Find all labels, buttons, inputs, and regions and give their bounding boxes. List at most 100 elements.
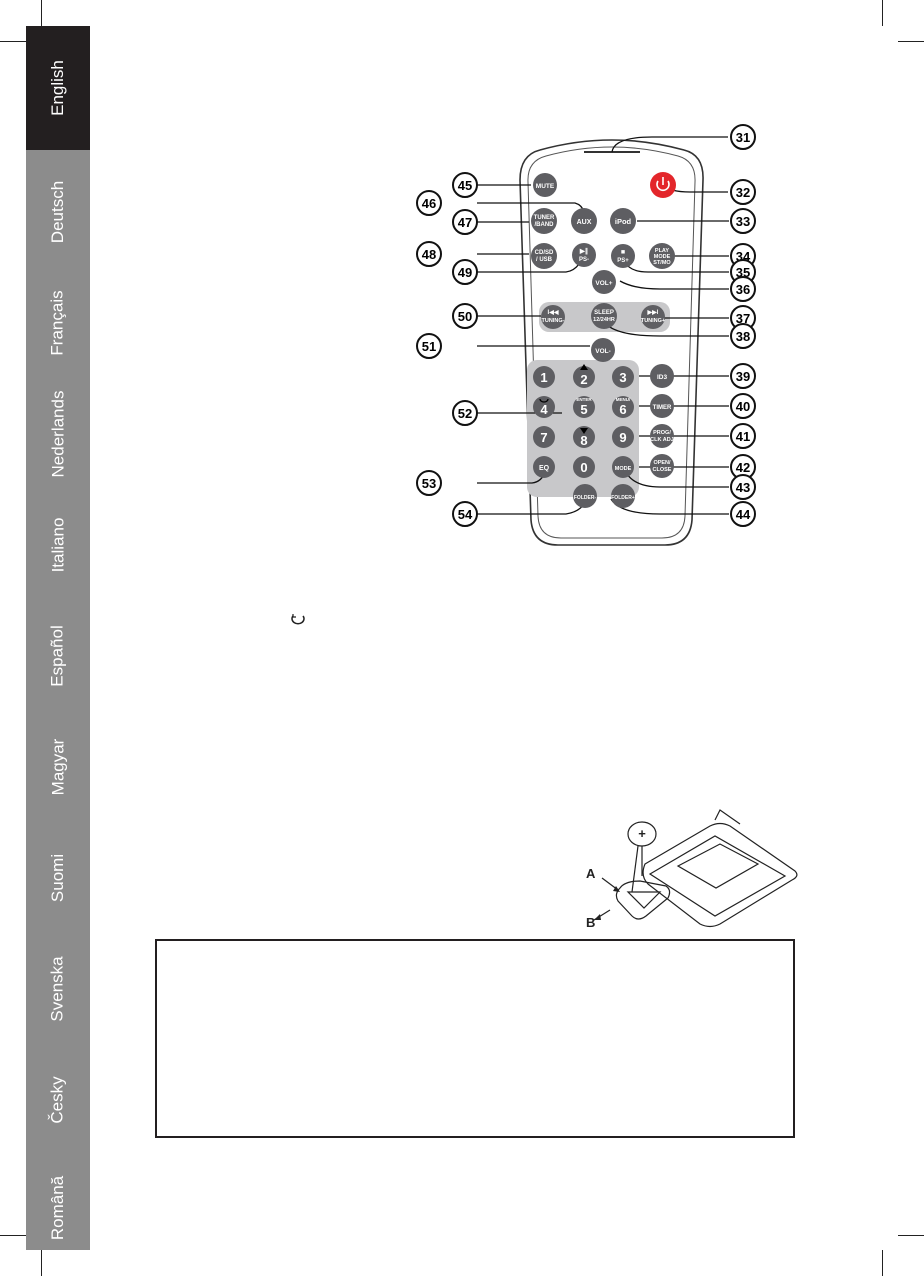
play-pause-button[interactable] (572, 243, 596, 267)
digit-0-button[interactable] (573, 456, 595, 478)
digit-7-label: 7 (540, 430, 547, 445)
digit-5-label: 5 (580, 402, 587, 417)
cd-sd-usb-button[interactable] (531, 243, 557, 269)
digit-4-button[interactable] (533, 396, 555, 418)
tuning-down-label: TUNING- (542, 318, 565, 324)
prog-label-line2: CLK ADJ (650, 437, 674, 443)
crop-mark (882, 0, 883, 26)
folder-down-label: FOLDER- (574, 495, 597, 501)
tab-romana[interactable]: Română (26, 1146, 90, 1270)
callout-number: 53 (422, 476, 436, 491)
tab-svenska[interactable]: Svenska (26, 927, 90, 1051)
callout-number: 42 (736, 460, 750, 475)
digit-1-button[interactable] (533, 366, 555, 388)
tab-english[interactable]: English (26, 26, 90, 150)
open-close-button[interactable] (650, 454, 674, 478)
battery-tray-slot (626, 891, 662, 909)
crop-mark (0, 41, 26, 42)
label-a: A (586, 866, 596, 881)
folder-up-label: FOLDER+ (611, 495, 635, 501)
digit-8-button[interactable] (573, 426, 595, 448)
digit-9-label: 9 (619, 430, 626, 445)
repeat-icon (291, 614, 305, 625)
timer-button[interactable] (650, 394, 674, 418)
digit-3-label: 3 (619, 370, 626, 385)
callout-number: 36 (736, 282, 750, 297)
battery-insert-line (631, 845, 639, 893)
callout-number: 44 (736, 507, 751, 522)
callout-number: 41 (736, 429, 750, 444)
prog-label-line1: PROG/ (653, 430, 671, 436)
play-pause-label: PS- (579, 257, 589, 263)
enter-5-button[interactable] (573, 396, 595, 418)
ipod-button[interactable] (610, 208, 636, 234)
callout-number: 39 (736, 369, 750, 384)
tab-espanol[interactable]: Español (26, 594, 90, 718)
prog-clk-adj-button[interactable] (650, 424, 674, 448)
stop-button[interactable] (611, 244, 635, 268)
remote-body-outline (519, 139, 704, 546)
vol-up-button[interactable] (592, 270, 616, 294)
coin-battery-marking: + (638, 826, 646, 841)
battery-cover-recess (676, 843, 760, 889)
callout-number: 49 (458, 265, 472, 280)
cdsd-label-line1: CD/SD (535, 250, 554, 256)
arrow-icon (594, 914, 601, 920)
play-pause-icon: ▶∥ (579, 247, 588, 255)
tuner-label-line1: TUNER (534, 215, 555, 221)
digit-4-label: 4 (540, 402, 548, 417)
folder-down-button[interactable] (573, 484, 597, 508)
tab-cesky[interactable]: Česky (26, 1038, 90, 1162)
tab-suomi[interactable]: Suomi (26, 816, 90, 940)
menu-6-button[interactable] (612, 396, 634, 418)
sleep-button[interactable] (591, 303, 617, 329)
mode-label: MODE (615, 466, 632, 472)
digit-1-label: 1 (540, 370, 547, 385)
next-tuning-up-button[interactable] (641, 305, 665, 329)
mode-button[interactable] (612, 456, 634, 478)
mute-label: MUTE (536, 183, 555, 190)
power-icon (656, 177, 670, 192)
down-arrow-icon (580, 428, 588, 434)
remote-back-bevel (648, 835, 787, 917)
digit-3-button[interactable] (612, 366, 634, 388)
callout-number: 46 (422, 196, 436, 211)
crop-mark (0, 1235, 26, 1236)
stop-label: PS+ (617, 258, 629, 264)
crop-mark (882, 1250, 883, 1276)
mute-button[interactable] (533, 173, 557, 197)
ipod-label: iPod (615, 217, 632, 226)
play-mode-button[interactable] (649, 243, 675, 269)
prev-tuning-down-button[interactable] (541, 305, 565, 329)
tab-magyar[interactable]: Magyar (26, 705, 90, 829)
digit-2-button[interactable] (573, 366, 595, 388)
callout-number: 35 (736, 265, 750, 280)
folder-up-button[interactable] (611, 484, 635, 508)
id3-label: ID3 (657, 374, 668, 381)
sleep-label-line1: SLEEP (594, 310, 614, 316)
aux-button[interactable] (571, 208, 597, 234)
repeat-icon (539, 398, 549, 403)
eq-button[interactable] (533, 456, 555, 478)
prev-icon: I◀◀ (548, 309, 559, 316)
vol-down-button[interactable] (591, 338, 615, 362)
open-label-line2: CLOSE (653, 467, 672, 473)
callout-number: 32 (736, 185, 750, 200)
callout-number: 37 (736, 311, 750, 326)
callout-number: 51 (422, 339, 436, 354)
callout-number: 54 (458, 507, 473, 522)
tab-label: Česky (47, 1076, 67, 1124)
id3-button[interactable] (650, 364, 674, 388)
cdsd-label-line2: / USB (536, 257, 553, 263)
callout-number: 38 (736, 329, 750, 344)
callout-number: 52 (458, 406, 472, 421)
digit-9-button[interactable] (612, 426, 634, 448)
sleep-label-line2: 12/24HR (593, 317, 615, 323)
tab-label: Suomi (48, 853, 67, 903)
tuner-band-button[interactable] (531, 208, 557, 234)
digit-7-button[interactable] (533, 426, 555, 448)
aux-label: AUX (577, 219, 592, 226)
battery-replacement-illustration: + A B (586, 809, 798, 930)
arrow-icon (613, 886, 620, 892)
callout-number: 33 (736, 214, 750, 229)
